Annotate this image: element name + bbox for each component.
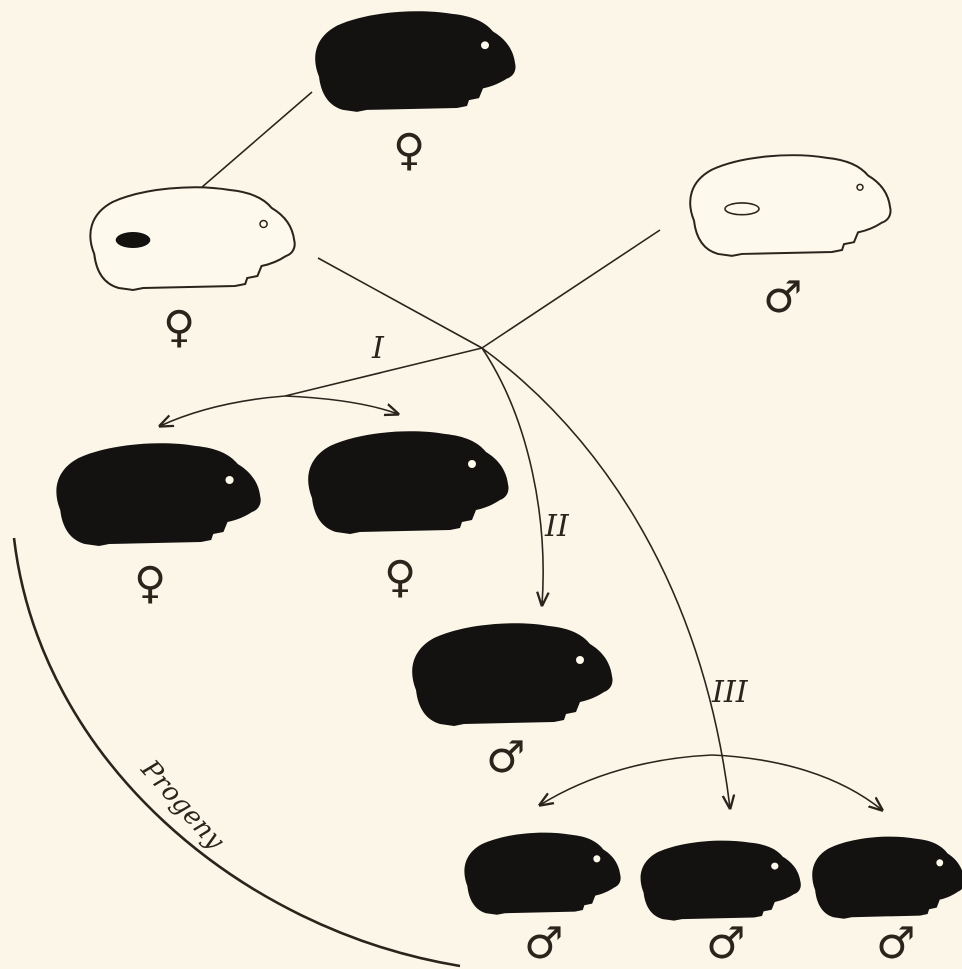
male-symbol: ♂ bbox=[486, 732, 525, 783]
grafted-ovary bbox=[116, 232, 151, 248]
white-male bbox=[690, 155, 890, 256]
cross-3-spread-right bbox=[712, 755, 882, 810]
male-symbol: ♂ bbox=[763, 272, 802, 323]
progeny-male-3 bbox=[641, 841, 801, 921]
black-female-donor bbox=[315, 11, 515, 112]
progeny-female-1 bbox=[56, 443, 260, 546]
cross-3-spread-left bbox=[540, 755, 712, 805]
male-symbol: ♂ bbox=[706, 918, 745, 969]
male-symbol: ♂ bbox=[524, 918, 563, 969]
white-female-recipient bbox=[90, 187, 294, 290]
female-symbol: ♀ bbox=[384, 552, 416, 603]
cross-label-1: I bbox=[371, 331, 385, 366]
cross-line-female bbox=[318, 258, 482, 348]
cross-1-arrow-right bbox=[285, 396, 398, 414]
female-symbol: ♀ bbox=[134, 558, 166, 609]
cross-label-2: II bbox=[544, 509, 570, 544]
cross-1-arrow-left bbox=[160, 396, 285, 426]
progeny-female-2 bbox=[308, 431, 508, 534]
female-symbol: ♀ bbox=[163, 302, 195, 353]
male-symbol: ♂ bbox=[876, 918, 915, 969]
progeny-male-4 bbox=[812, 837, 962, 919]
cross-line-male bbox=[482, 230, 660, 348]
progeny-male-1 bbox=[412, 623, 612, 726]
progeny-male-2 bbox=[464, 833, 620, 915]
female-symbol: ♀ bbox=[393, 125, 425, 176]
cross-label-3: III bbox=[711, 675, 749, 710]
